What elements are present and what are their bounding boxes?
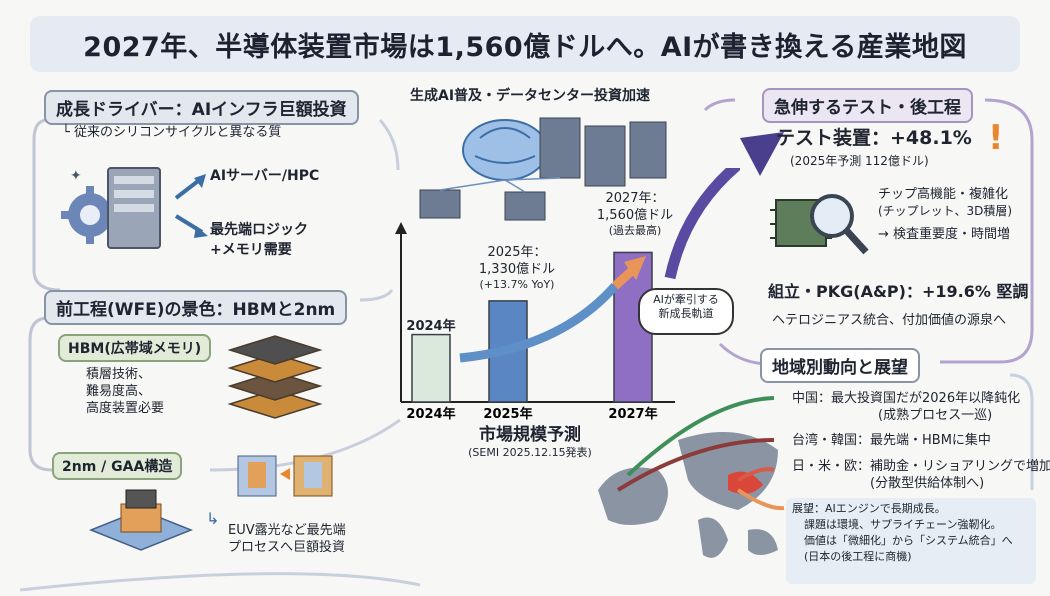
driver-item-logic-line1: 最先端ロジック [210,222,308,238]
label-2027-year: 2027年： [605,191,665,206]
hbm-stack-icon [227,335,323,419]
center-top-label: 生成AI普及・データセンター投資加速 [410,88,651,104]
chip-inspection-icon [770,194,869,255]
chart-source: (SEMI 2025.12.15発表) [468,446,592,459]
growth-arrow [459,168,740,363]
euv-process-icon [237,455,333,497]
tick-label-2027年: 2027年 [608,406,657,420]
label-2025-year: 2025年： [487,245,547,260]
gaa-notes: EUV露光など最先端 プロセスへ巨額投資 [228,522,346,556]
driver-item-ai-server: AIサーバー/HPC [210,168,320,184]
hbm-note-2: 難易度高、 [86,384,152,399]
region-china-line1: 中国：最大投資国だが2026年以降鈍化 [792,391,1021,406]
test-forecast: (2025年予測 112億ドル) [790,154,929,168]
gaa-note-2: プロセスへ巨額投資 [228,540,346,555]
svg-text:✦: ✦ [70,168,82,184]
big-arrow-head-icon [740,132,784,176]
ai-bubble-line1: AIが牽引する [653,293,719,306]
exclaim-icon: ! [988,118,1004,158]
region-jp-us-eu: 日・米・欧：補助金・リショアリングで増加 (分散型供給体制へ) [792,458,1050,492]
chip-note-3: → 検査重要度・時間増 [878,227,1011,242]
driver-sub: └ 従来のシリコンサイクルと異なる質 [62,124,281,141]
gaa-arrow-icon: ↳ [206,509,220,528]
label-2024-text: 2024年 [406,319,456,334]
gaa-note-1: EUV露光など最先端 [228,523,346,538]
bar-2024年 [411,333,451,403]
ai-bubble: AIが牽引する 新成長軌道 [638,288,734,335]
region-china: 中国：最大投資国だが2026年以降鈍化 (成熟プロセス一巡) [792,390,1020,424]
outlook-line2: 課題は環境、サプライチェーン強靭化。 [804,518,1002,531]
label-2025: 2025年： 1,330億ドル (+13.7% YoY) [462,244,572,292]
label-2027: 2027年： 1,560億ドル (過去最高) [580,190,690,238]
label-2025-value: 1,330億ドル [478,262,556,277]
page-title: 2027年、半導体装置市場は1,560億ドルへ。AIが書き換える産業地図 [83,31,967,63]
ap-sub: ヘテロジニアス統合、付加価値の源泉へ [772,313,1007,328]
y-axis-arrow-icon [395,222,407,234]
chart-caption: 市場規模予測 (SEMI 2025.12.15発表) [440,424,620,460]
chip-note-2: (チップレット、3D積層) [878,204,1012,218]
wfe-header: 前工程(WFE)の景色：HBMと2nm [44,290,348,325]
ai-brain-datacenter-icon [419,117,667,221]
title-banner: 2027年、半導体装置市場は1,560億ドルへ。AIが書き換える産業地図 [30,16,1020,72]
test-headline: テスト装置：+48.1% [776,127,972,149]
chart-title: 市場規模予測 [479,425,581,445]
outlook-line1: 展望：AIエンジンで長期成長。 [792,502,946,515]
label-2027-note: (過去最高) [608,224,662,237]
tick-label-2025年: 2025年 [483,406,532,420]
driver-item-logic-line2: +メモリ需要 [210,242,292,258]
test-header: 急伸するテスト・後工程 [762,88,973,123]
world-map-icon [598,396,785,558]
region-jp-us-eu-line1: 日・米・欧：補助金・リショアリングで増加 [792,459,1050,474]
hbm-notes: 積層技術、 難易度高、 高度装置必要 [86,366,164,417]
label-2025-yoy: (+13.7% YoY) [479,278,555,291]
outlook-line3: 価値は「微細化」から「システム統合」へ [804,534,1013,547]
hbm-note-1: 積層技術、 [86,367,152,382]
label-2027-value: 1,560億ドル [596,208,674,223]
chip-note-1: チップ高機能・複雑化 [878,187,1009,202]
tick-label-2024年: 2024年 [406,406,455,420]
gaa-structure-icon [88,489,194,551]
chip-notes: チップ高機能・複雑化 (チップレット、3D積層) → 検査重要度・時間増 [878,186,1012,243]
region-jp-us-eu-line2: (分散型供給体制へ) [870,476,985,491]
outlook-line4: (日本の後工程に商機) [804,550,912,563]
ap-headline: 組立・PKG(A&P)：+19.6% 堅調 [768,282,1029,301]
server-gear-icon: ✦ [61,167,161,249]
driver-sub-text: 従来のシリコンサイクルと異なる質 [73,125,282,140]
hbm-note-3: 高度装置必要 [86,401,165,416]
hbm-label: HBM(広帯域メモリ) [58,334,212,362]
region-tw-kr: 台湾・韓国：最先端・HBMに集中 [792,433,991,448]
sub-arrow-icon: └ [62,125,74,140]
ai-bubble-line2: 新成長軌道 [658,307,714,320]
label-2024: 2024年 [400,318,462,335]
outlook-box: 展望：AIエンジンで長期成長。 課題は環境、サプライチェーン強靭化。 価値は「微… [786,498,1036,584]
gaa-label: 2nm / GAA構造 [52,452,183,480]
region-china-line2: (成熟プロセス一巡) [878,408,993,423]
region-header: 地域別動向と展望 [760,348,920,383]
driver-header: 成長ドライバー：AIインフラ巨額投資 [44,90,359,125]
driver-arrows [174,174,208,238]
